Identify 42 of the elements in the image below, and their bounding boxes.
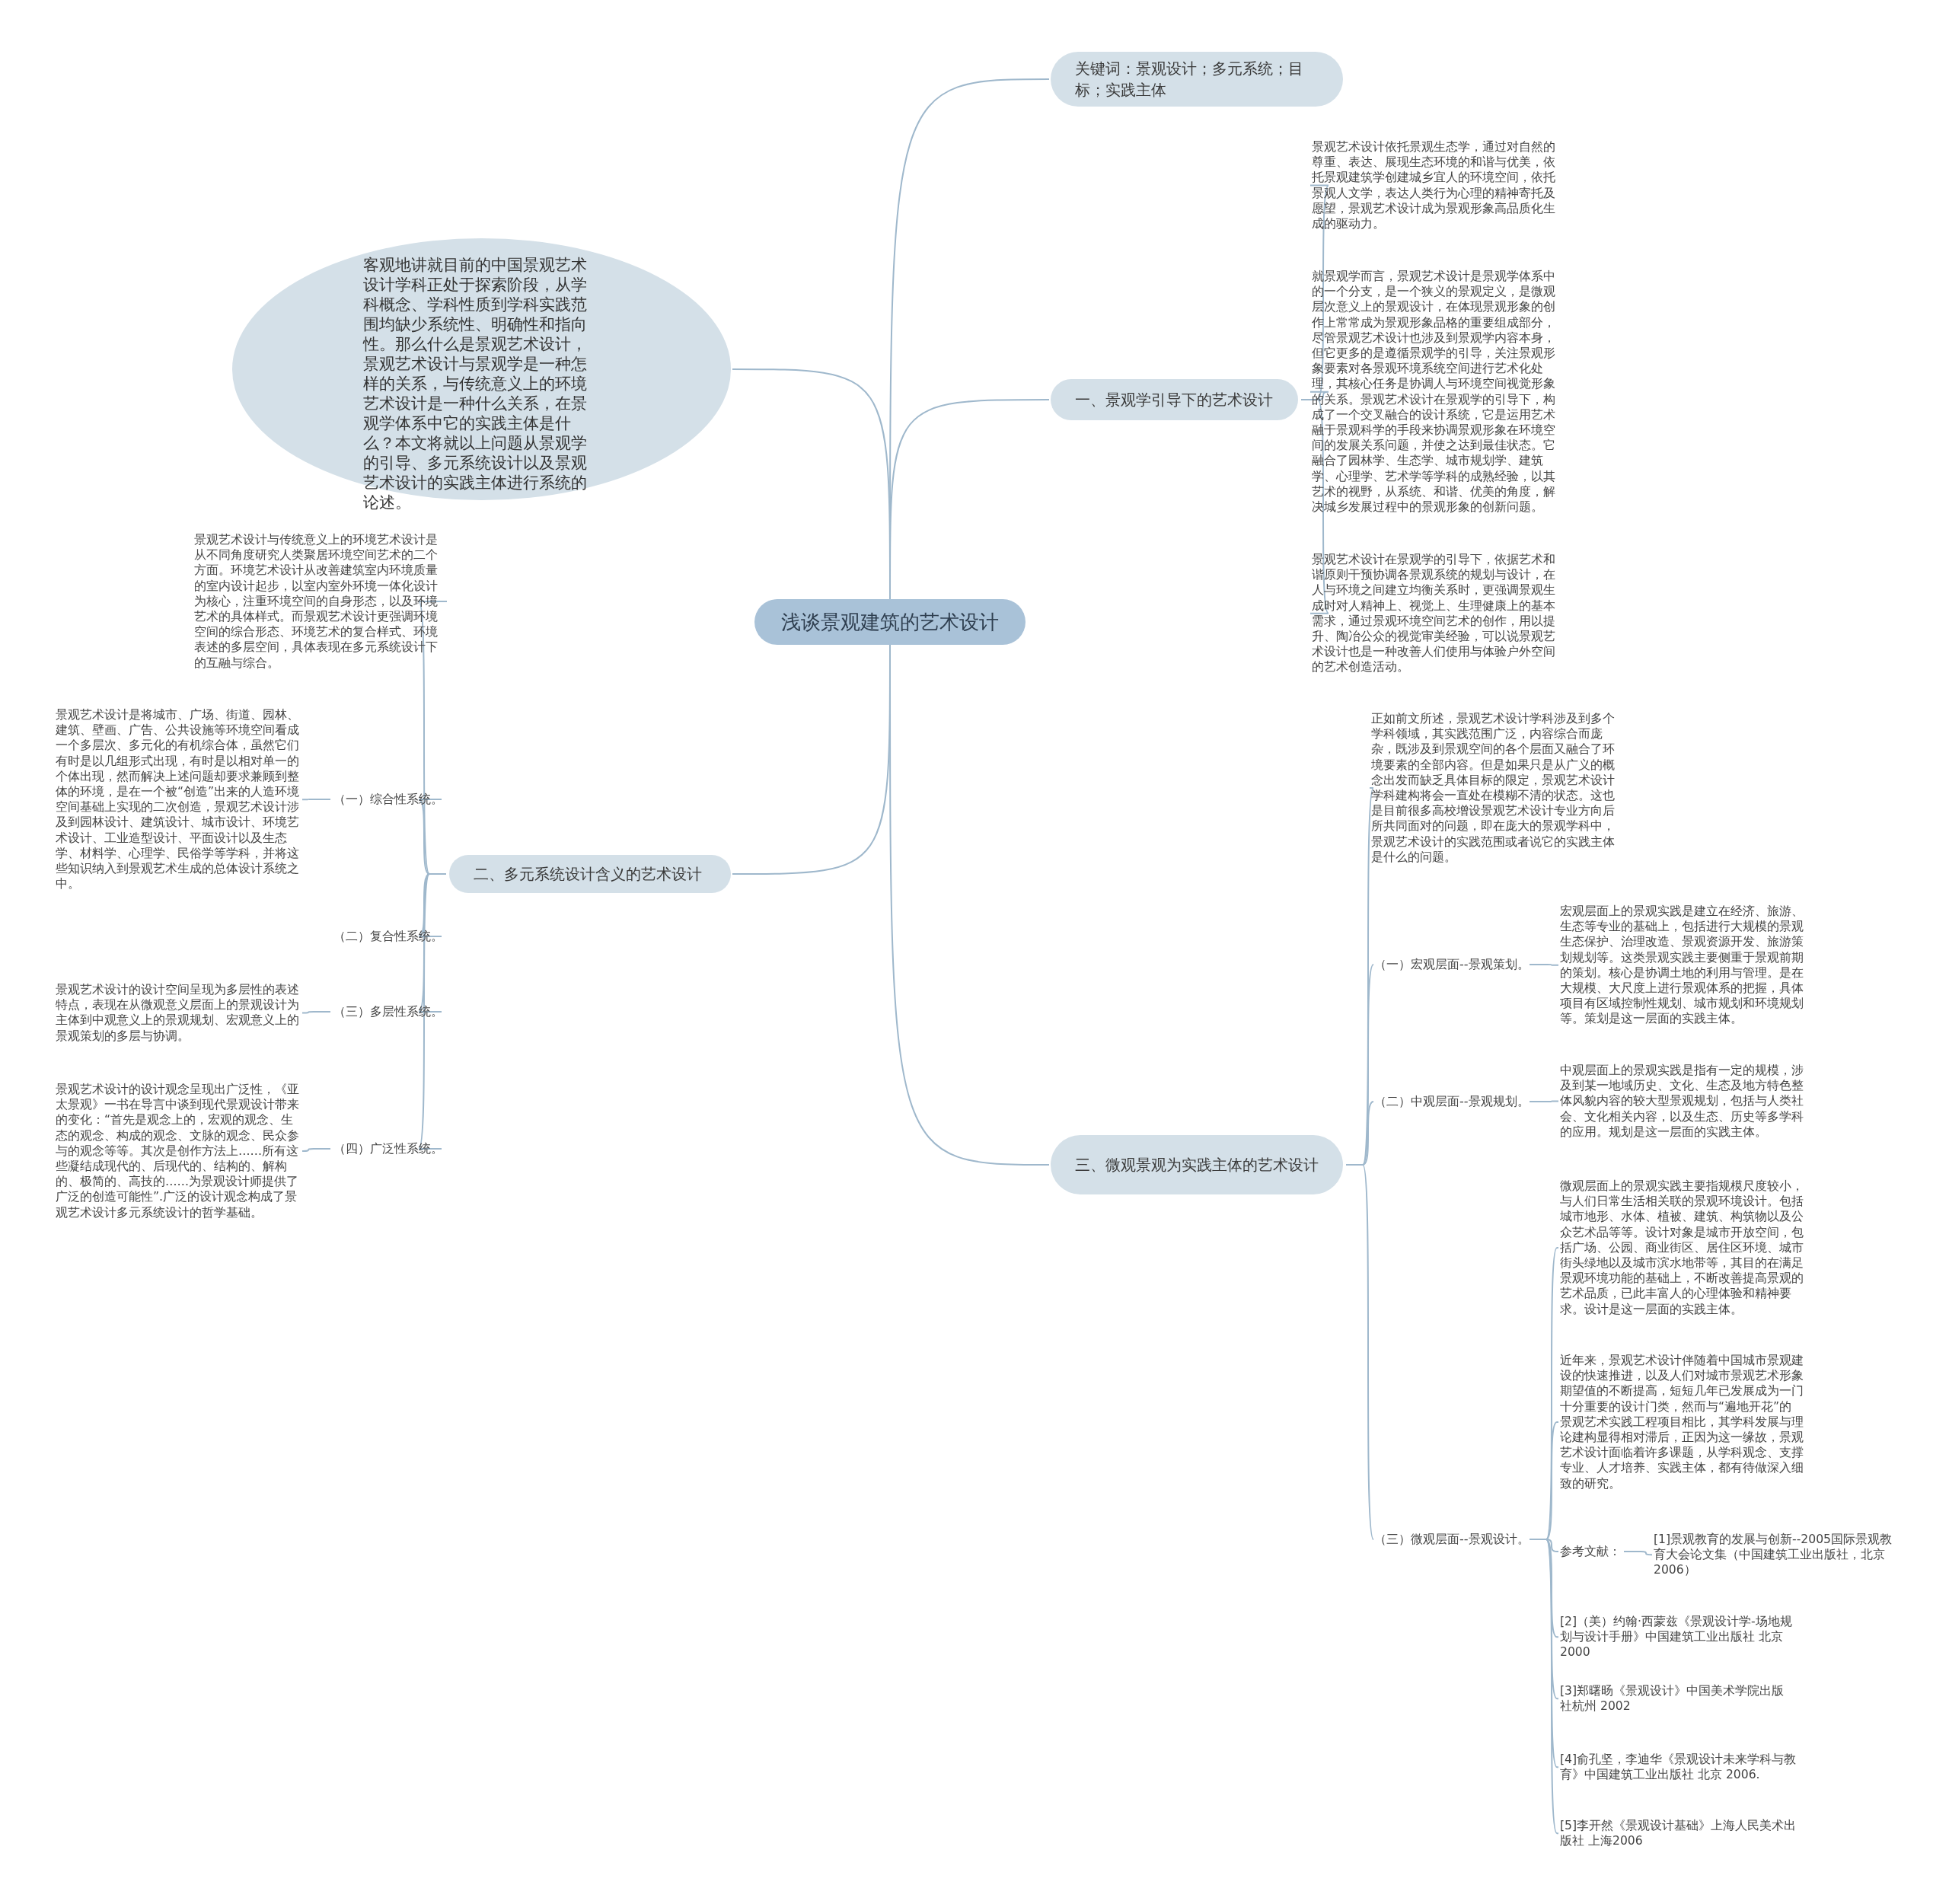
note-text: 正如前文所述，景观艺术设计学科涉及到多个学科领域，其实践范围广泛，内容综合而庞杂，既涉及到景观空间的各个层面又融合了环境要素的全部内容。但是如果只是从广义的概念出发而缺乏具体目标的限定，景观艺术设计学科建构将会一直处在模糊不清的状态。这也是目前很多高校增设景观艺术设计专业方向后所共同面对的问题，即在庞大的景观学科中，景观艺术设计的实践范围或者说它的实践主体是什么的问题。 — [1371, 711, 1615, 866]
topic-bubble: 一、景观学引导下的艺术设计 — [1051, 379, 1298, 420]
note-text: 景观艺术设计是将城市、广场、街道、园林、建筑、壁画、广告、公共设施等环境空间看成一个多层次、多元化的有机综合体，虽然它们有时是以几组形式出现，有时是以相对单一的个体出现，然而解决上述问题却要求兼顾到整体的环境，是在一个被“创造”出来的人造环境空间基础上实现的二次创造，景观艺术设计涉及到园林设计、建筑设计、城市设计、环境艺术设计、工业造型设计、平面设计以及生态学、材料学、心理学、民俗学等学科，并将这些知识纳入到景观艺术生成的总体设计系统之中。 — [56, 707, 301, 892]
note-text: [2]（美）约翰·西蒙兹《景观设计学-场地规划与设计手册》中国建筑工业出版社 北京 2000 — [1560, 1614, 1804, 1660]
note-text: 景观艺术设计的设计空间呈现为多层性的表述特点，表现在从微观意义层面上的景观设计为主体到中观意义上的景观规划、宏观意义上的景观策划的多层与协调。 — [56, 982, 301, 1044]
connector-line — [1345, 1164, 1374, 1540]
note-text: 中观层面上的景观实践是指有一定的规模，涉及到某一地域历史、文化、生态及地方特色整体风貌内容的较大型景观规划，包括与人类社会、文化相关内容，以及生态、历史等多学科的应用。规划是这一层面的实践主体。 — [1560, 1063, 1804, 1140]
note-text: 景观艺术设计依托景观生态学，通过对自然的尊重、表达、展现生态环境的和谐与优美，依托景观建筑学创建城乡宜人的环境空间，依托景观人文学，表达人类行为心理的精神寄托及愿望，景观艺术设计成为景观形象高品质化生成的驱动力。 — [1312, 139, 1557, 232]
connector-line — [1300, 399, 1329, 614]
note-text: 宏观层面上的景观实践是建立在经济、旅游、生态等专业的基础上，包括进行大规模的景观生态保护、治理改造、景观资源开发、旅游策划规划等。这类景观实践主要侧重于景观前期的策划。核心是协调土地的利用与管理。是在大规模、大尺度上进行景观体系的把握，具体项目有区域控制性规划、城市规划和环境规划等。策划是这一层面的实践主体。 — [1560, 904, 1804, 1027]
connector-line — [418, 873, 447, 1150]
subtopic-label: （三）多层性系统。 — [333, 1004, 440, 1019]
note-text: 景观艺术设计在景观学的引导下，依据艺术和谐原则干预协调各景观系统的规划与设计，在人与环境之间建立均衡关系时，更强调景观生成时对人精神上、视觉上、生理健康上的基本需求，通过景观环境空间艺术的创作，用以提升、陶冶公众的视觉审美经验，可以说景观艺术设计也是一种改善人们使用与体验户外空间的艺术创造活动。 — [1312, 552, 1557, 675]
note-text: [4]俞孔坚，李迪华《景观设计未来学科与教育》中国建筑工业出版社 北京 2006. — [1560, 1752, 1804, 1783]
connector-line — [1623, 1551, 1653, 1556]
note-text: 近年来，景观艺术设计伴随着中国城市景观建设的快速推进，以及人们对城市景观艺术形象期望值的不断提高，短短几年已发展成为一门十分重要的设计门类，然而与“遍地开花”的景观艺术实践工程项目相比，其学科发展与理论建构显得相对滞后，正因为这一缘故，景观艺术设计面临着许多课题，从学科观念、支撑专业、人才培养、实践主体，都有待做深入细致的研究。 — [1560, 1353, 1804, 1491]
topic-bubble: 二、多元系统设计含义的艺术设计 — [449, 855, 731, 893]
topic-text: 客观地讲就目前的中国景观艺术设计学科正处于探索阶段，从学科概念、学科性质到学科实践范围均缺少系统性、明确性和指向性。那么什么是景观艺术设计，景观艺术设计与景观学是一种怎样的关系，与传统意义上的环境艺术设计是一种什么关系，在景观学体系中它的实践主体是什么？本文将就以上问题从景观学的引导、多元系统设计以及景观艺术设计的实践主体进行系统的论述。 — [363, 255, 588, 512]
note-text: 景观艺术设计与传统意义上的环境艺术设计是从不同角度研究人类聚居环境空间艺术的二个方面。环境艺术设计从改善建筑室内环境质量的室内设计起步，以室内室外环境一体化设计为核心，注重环境空间的自身形态，以及环境艺术的具体样式。而景观艺术设计更强调环境空间的综合形态、环境艺术的复合样式、环境表述的多层空间，具体表现在多元系统设计下的互融与综合。 — [194, 532, 445, 671]
connector-line — [418, 600, 448, 875]
subtopic-label: 参考文献： — [1560, 1544, 1621, 1559]
connector-line — [1529, 1100, 1559, 1102]
subtopic-label: （二）复合性系统。 — [333, 929, 440, 944]
connector-line — [1529, 1539, 1559, 1835]
note-text: [3]郑曙旸《景观设计》中国美术学院出版社杭州 2002 — [1560, 1683, 1788, 1714]
topic-bubble: 关键词：景观设计；多元系统；目标；实践主体 — [1051, 52, 1343, 107]
note-text: [1]景观教育的发展与创新--2005国际景观教育大会论文集（中国建筑工业出版社，北京2006） — [1654, 1532, 1896, 1578]
subtopic-label: （一）宏观层面--景观策划。 — [1374, 957, 1526, 972]
note-text: 景观艺术设计的设计观念呈现出广泛性，《亚太景观》一书在导言中谈到现代景观设计带来的变化：“首先是观念上的，宏观的观念、生态的观念、构成的观念、文脉的观念、民众参与的观念等等。其次是创作方法上……所有这些凝结成现代的、后现代的、结构的、解构的、极简的、高技的……为景观设计师提供了广泛的创造可能性”.广泛的设计观念构成了景观艺术设计多元系统设计的哲学基础。 — [56, 1082, 301, 1220]
note-text: 微观层面上的景观实践主要指规模尺度较小，与人们日常生活相关联的景观环境设计。包括城市地形、水体、植被、建筑、构筑物以及公众艺术品等等。设计对象是城市开放空间，包括广场、公园、商业街区、居住区环境、城市街头绿地以及城市滨水地带等，其目的在满足景观环境功能的基础上，不断改善提高景观的艺术品质，已此丰富人的心理体验和精神要求。设计是这一层面的实践主体。 — [1560, 1178, 1804, 1317]
subtopic-label: （一）综合性系统。 — [333, 792, 440, 807]
topic-bubble: 三、微观景观为实践主体的艺术设计 — [1051, 1135, 1343, 1194]
subtopic-label: （三）微观层面--景观设计。 — [1374, 1532, 1526, 1547]
connector-line — [301, 799, 331, 801]
note-text: 就景观学而言，景观艺术设计是景观学体系中的一个分支，是一个狭义的景观定义，是微观层次意义上的景观设计，在体现景观形象的创作上常常成为景观形象品格的重要组成部分，尽管景观艺术设计也涉及到景观学内容本身，但它更多的是遵循景观学的引导，关注景观形象要素对各景观环境系统空间进行艺术化处理，其核心任务是协调人与环境空间视觉形象的关系。景观艺术设计在景观学的引导下，构成了一个交叉融合的设计系统，它是运用艺术融于景观科学的手段来协调景观形象在环境空间的发展关系问题，并使之达到最佳状态。它融合了园林学、生态学、城市规划学、建筑学、心理学、艺术学等学科的成熟经验，以其艺术的视野，从系统、和谐、优美的角度，解决城乡发展过程中的景观形象的创新问题。 — [1312, 269, 1557, 515]
subtopic-label: （二）中观层面--景观规划。 — [1374, 1094, 1526, 1109]
subtopic-label: （四）广泛性系统。 — [333, 1141, 440, 1156]
connector-line — [301, 1148, 331, 1152]
connector-line — [1529, 964, 1559, 966]
note-text: [5]李开然《景观设计基础》上海人民美术出版社 上海2006 — [1560, 1818, 1804, 1849]
connector-line — [301, 1011, 331, 1014]
central-topic: 浅谈景观建筑的艺术设计 — [754, 599, 1026, 645]
